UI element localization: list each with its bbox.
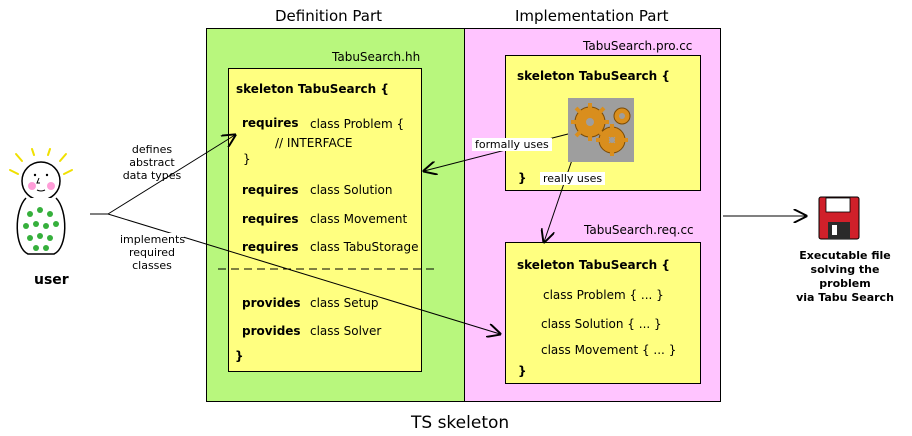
defines-arrow [107,135,235,215]
provides-setup: class Setup [310,296,379,310]
definition-skeleton-box [228,68,422,372]
implementation-part-title: Implementation Part [515,7,669,25]
requires-keyword: requires [242,240,299,254]
req-movement: class Movement { ... } [541,343,677,357]
user-label: user [34,272,69,288]
definition-part-title: Definition Part [275,7,383,25]
pro-skeleton-title: skeleton TabuSearch { [517,69,670,83]
definition-close-brace: } [235,349,244,363]
diagram-caption: TS skeleton [411,413,510,433]
requires-solution: class Solution [310,183,393,197]
req-skeleton-box [505,242,701,384]
pro-close-brace: } [518,171,527,185]
implements-arrow [107,213,500,334]
requires-keyword: requires [242,183,299,197]
defines-label: defines abstract data types [122,143,182,182]
req-solution: class Solution { ... } [541,317,662,331]
implements-label: implements required classes [120,233,186,272]
pro-file-name: TabuSearch.pro.cc [583,39,693,53]
provides-keyword: provides [242,296,301,310]
provides-keyword: provides [242,324,301,338]
requires-problem: class Problem { [310,117,405,131]
req-close-brace: } [518,364,527,378]
requires-tabu-storage: class TabuStorage [310,240,419,254]
gears-image-icon [568,98,634,162]
really-uses-label: really uses [540,172,606,185]
definition-file-name: TabuSearch.hh [332,50,421,64]
interface-comment: // INTERFACE [275,136,353,150]
requires-keyword: requires [242,116,299,130]
executable-label: Executable file solving the problem via … [796,249,894,304]
provides-solver: class Solver [310,324,382,338]
floppy-disk-icon [818,196,860,240]
req-skeleton-title: skeleton TabuSearch { [517,258,670,272]
requires-keyword: requires [242,212,299,226]
definition-skeleton-title: skeleton TabuSearch { [236,82,389,96]
req-file-name: TabuSearch.req.cc [584,223,694,237]
problem-close-brace: } [243,152,251,166]
requires-movement: class Movement [310,212,408,226]
user-doodle-icon [9,148,73,255]
req-problem: class Problem { ... } [543,288,664,302]
formally-uses-label: formally uses [472,138,552,151]
